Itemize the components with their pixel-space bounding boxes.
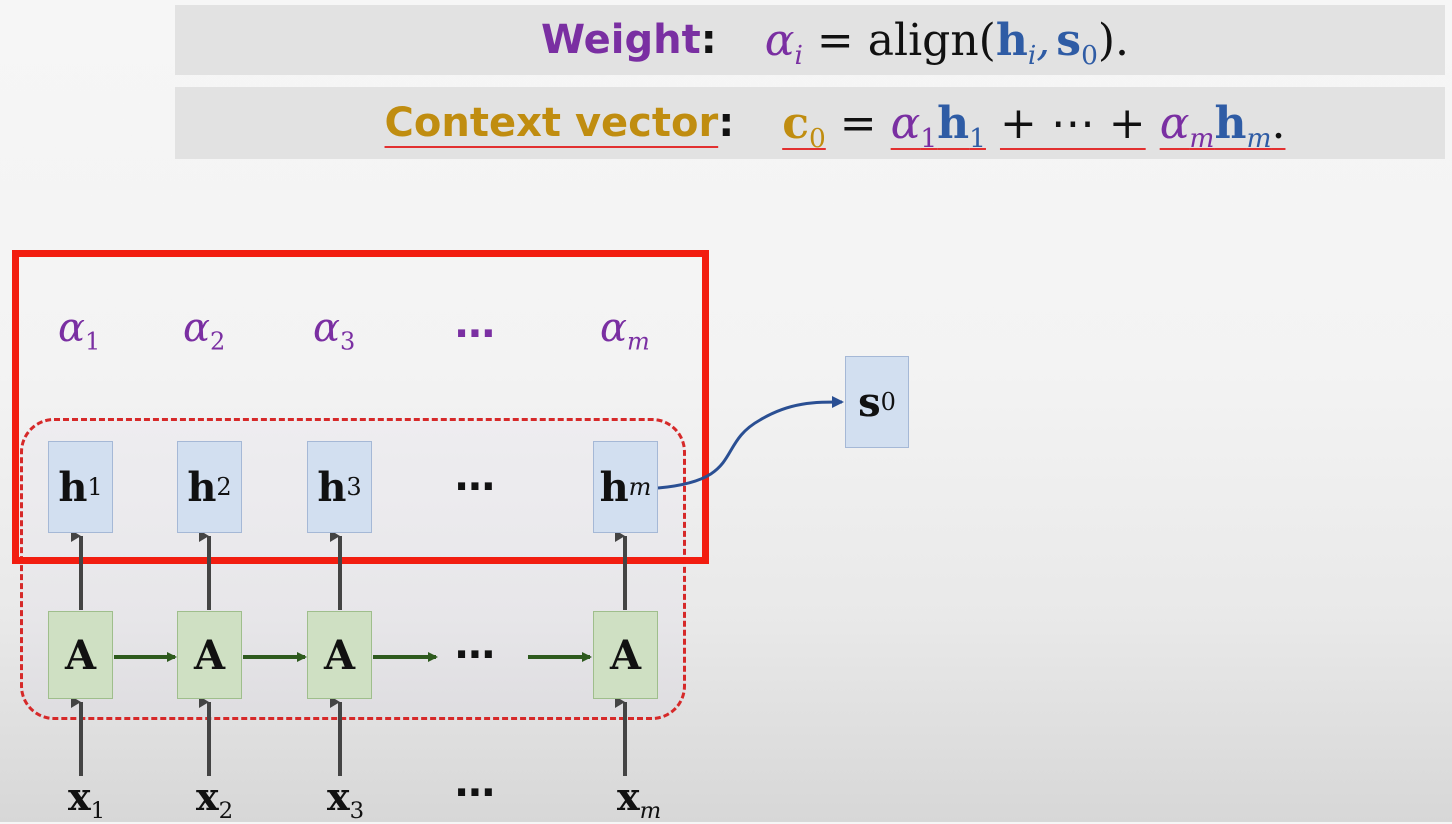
alpha-m: αm (600, 305, 650, 356)
input-xm: xm (617, 774, 662, 824)
rnn-cell-3: A (307, 611, 372, 699)
alpha-2: α2 (183, 305, 226, 356)
input-x1: x1 (68, 774, 106, 824)
weight-formula-banner: Weight: αi=align(hi,s0). (175, 5, 1445, 75)
curve-hm-to-s0 (657, 396, 844, 490)
input-x2: x2 (196, 774, 234, 824)
hidden-ellipsis: ⋯ (455, 464, 495, 510)
cell-ellipsis: ⋯ (455, 632, 495, 678)
weight-formula: αi=align(hi,s0). (764, 14, 1130, 71)
rnn-cell-2: A (177, 611, 242, 699)
rnn-cell-m: A (593, 611, 658, 699)
alpha-3: α3 (313, 305, 356, 356)
alpha-1: α1 (58, 305, 101, 356)
context-vector-formula: c0=α1h1+ ⋯ +αmhm. (782, 97, 1286, 154)
input-ellipsis: ⋯ (455, 770, 495, 816)
alpha-ellipsis: ⋯ (455, 311, 495, 357)
input-x3: x3 (327, 774, 365, 824)
context-vector-formula-banner: Context vector: c0=α1h1+ ⋯ +αmhm. (175, 87, 1445, 159)
attention-highlight-box (12, 250, 709, 564)
context-vector-label: Context vector (384, 100, 719, 146)
rnn-cell-1: A (48, 611, 113, 699)
weight-label: Weight (540, 17, 701, 63)
